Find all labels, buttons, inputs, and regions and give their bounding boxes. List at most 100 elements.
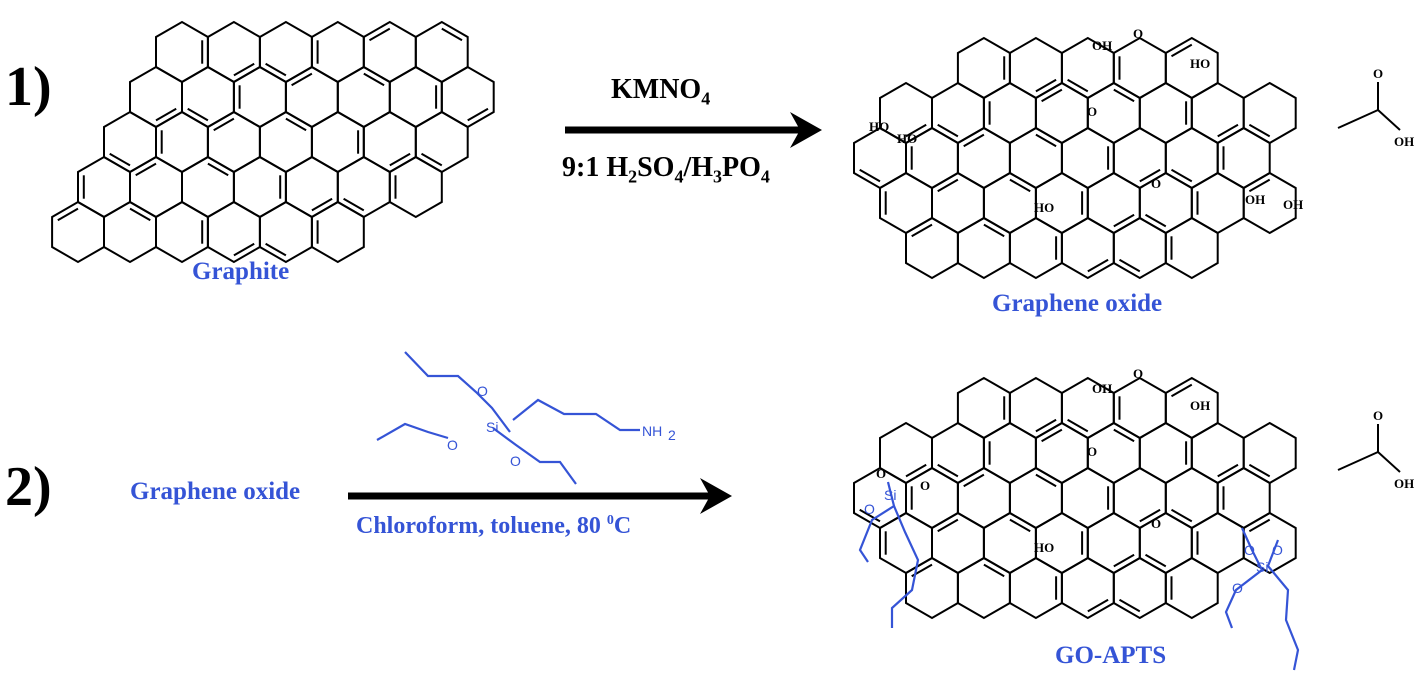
graphite-double-bond: [155, 107, 177, 122]
hydroxyl-group-label: OH: [1190, 398, 1210, 413]
graphene-oxide-product-label: Graphene oxide: [992, 290, 1163, 317]
ethoxy-chain-1: [404, 351, 511, 433]
go-apts-double-bond: [859, 508, 881, 523]
ethoxy-chain-3: [492, 427, 577, 485]
epoxide-group-label: O: [1151, 176, 1161, 191]
go-double-bond: [1067, 78, 1089, 93]
go-double-bond: [963, 133, 985, 148]
go-ring: [1164, 126, 1219, 190]
arrow-head-1: [790, 112, 822, 148]
go-apts-double-bond: [983, 563, 1005, 578]
graphite-double-bond: [441, 27, 463, 42]
amine-subscript: 2: [668, 427, 676, 443]
go-apts-ring: [1138, 421, 1193, 485]
graphite-ring: [155, 110, 209, 174]
graphite-ring: [310, 200, 365, 264]
go-apts-ring: [931, 511, 985, 575]
go-double-bond: [859, 168, 881, 183]
graphite-double-bond: [369, 27, 391, 42]
reaction-2-conditions: Chloroform, toluene, 80 0C: [356, 513, 632, 539]
go-apts-ring: [905, 466, 959, 530]
go-apts-ring: [1086, 511, 1141, 575]
arrow-head-2: [700, 478, 732, 514]
epoxide-group-label: O: [1133, 366, 1143, 381]
hydroxyl-group-label: OH: [1283, 197, 1303, 212]
go-apts-double-bond: [1113, 428, 1135, 443]
hydroxyl-group-label: HO: [869, 119, 889, 134]
graphite-ring: [362, 110, 417, 174]
grafted-silicon-left: Si: [884, 487, 896, 503]
go-ring: [1008, 126, 1063, 190]
go-ring: [1008, 216, 1063, 280]
aminopropyl-chain: [512, 398, 640, 432]
carboxyl-bond: [1377, 451, 1401, 473]
carboxyl-oxygen-label: O: [1373, 66, 1383, 81]
go-apts-ring: [982, 511, 1037, 575]
graphite-ring: [284, 155, 339, 219]
graphite-double-bond: [187, 107, 209, 122]
silane-oxygen: O: [447, 437, 458, 453]
graphite-ring: [155, 20, 209, 84]
go-double-bond: [1171, 43, 1193, 58]
go-apts-double-bond: [1119, 598, 1141, 613]
graphite-ring: [232, 65, 287, 129]
hydroxyl-group-label: HO: [1190, 56, 1210, 71]
go-ring: [1190, 81, 1245, 145]
go-apts-ring: [1242, 421, 1297, 485]
graphite-ring: [258, 200, 313, 264]
go-double-bond: [1119, 258, 1141, 273]
graphite-label: Graphite: [192, 258, 290, 285]
go-double-bond: [983, 223, 1005, 238]
go-apts-ring: [1164, 466, 1219, 530]
go-ring: [1216, 126, 1271, 190]
go-apts-double-bond: [1248, 518, 1271, 533]
graphite-double-bond: [291, 72, 313, 87]
go-apts-ring: [1008, 376, 1063, 440]
carboxyl-bond: [1337, 109, 1379, 129]
graphite-ring: [414, 110, 469, 174]
go-ring: [982, 81, 1037, 145]
go-ring: [982, 171, 1037, 235]
hydroxyl-group-label: HO: [1034, 200, 1054, 215]
go-apts-structure: [853, 376, 1297, 620]
grafted-aminopropyl-right: [1266, 539, 1300, 671]
grafted-silicon-right: Si: [1256, 559, 1268, 575]
go-ring: [1242, 171, 1297, 235]
graphite-double-bond: [343, 197, 365, 212]
graphite-double-bond: [389, 152, 411, 167]
epoxide-group-label: O: [1133, 26, 1143, 41]
go-ring: [1060, 216, 1115, 280]
graphite-ring: [129, 155, 183, 219]
graphite-double-bond: [129, 207, 151, 222]
go-ring: [1112, 36, 1167, 100]
go-apts-ring: [1216, 466, 1271, 530]
graphite-ring: [258, 20, 313, 84]
go-double-bond: [1009, 178, 1031, 193]
go-apts-double-bond: [1171, 383, 1193, 398]
graphite-double-bond: [363, 72, 385, 87]
graphite-ring: [440, 65, 495, 129]
grafted-oxygen-right: O: [1244, 542, 1255, 558]
graphite-ring: [388, 65, 443, 129]
go-ring: [1164, 216, 1219, 280]
go-double-bond: [1087, 258, 1109, 273]
go-apts-double-bond: [1035, 418, 1057, 433]
graphite-double-bond: [265, 62, 287, 77]
go-apts-ring: [956, 556, 1011, 620]
hydroxyl-group-label: OH: [1092, 381, 1112, 396]
go-ring: [1138, 81, 1193, 145]
hydroxyl-group-label: OH: [1245, 192, 1265, 207]
go-apts-ring: [879, 421, 933, 485]
go-apts-double-bond: [963, 473, 985, 488]
go-ring: [1242, 81, 1297, 145]
graphite-ring: [206, 20, 261, 84]
go-ring: [956, 216, 1011, 280]
carboxyl-bond: [1377, 109, 1401, 131]
graphite-double-bond: [285, 117, 307, 132]
epoxide-group-label: O: [1151, 516, 1161, 531]
graphite-ring: [388, 155, 443, 219]
graphite-ring: [284, 65, 339, 129]
graphite-ring: [362, 20, 417, 84]
go-apts-ring: [1112, 556, 1167, 620]
